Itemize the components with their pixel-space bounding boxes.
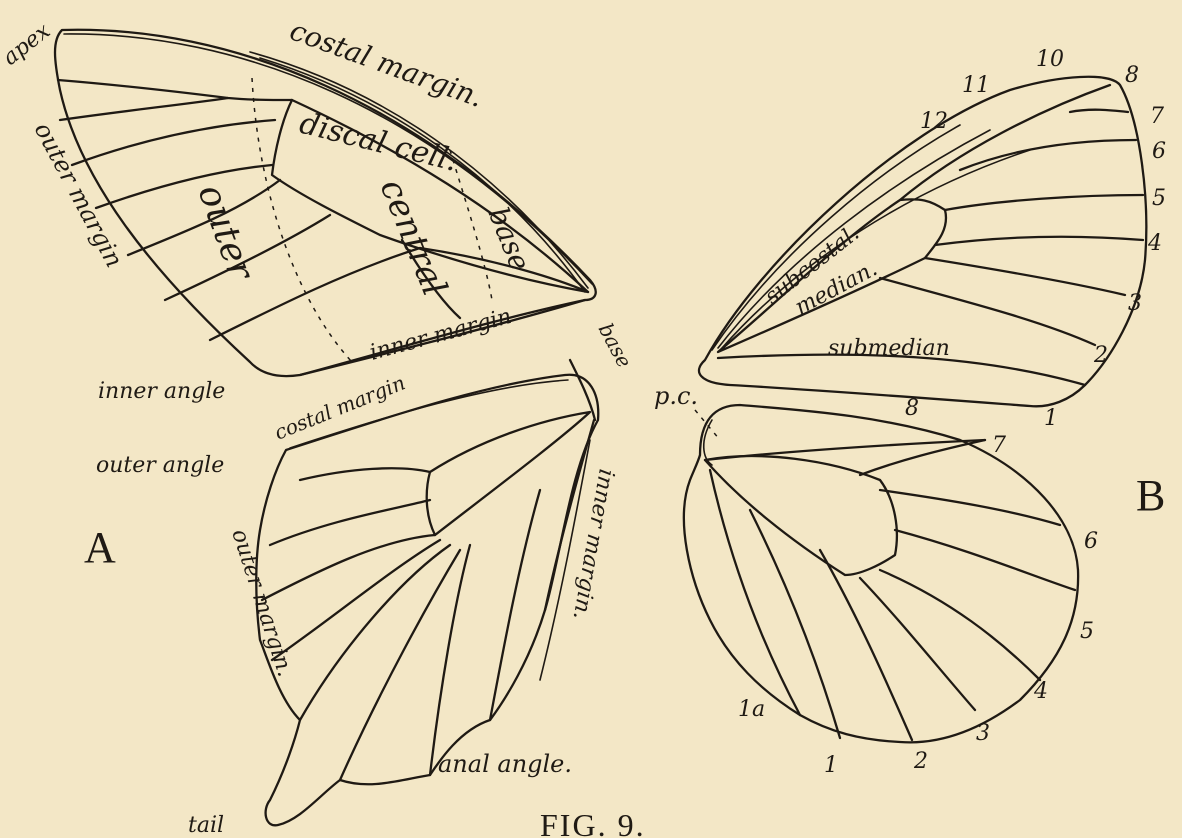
b-pc-pointer: [695, 410, 720, 440]
label-inner-angle: inner angle: [98, 379, 225, 404]
b-hind-vein-1: 1: [824, 753, 838, 778]
b-fore-vein-3: 3: [1128, 291, 1142, 316]
label-outer-margin-forewing: outer margin: [29, 118, 129, 272]
b-vein: [925, 258, 1125, 295]
b-hind-vein-5: 5: [1080, 619, 1094, 644]
a-vein: [272, 540, 440, 660]
b-vein: [880, 570, 1040, 680]
b-vein: [895, 530, 1075, 590]
b-vein: [860, 578, 975, 710]
b-hind-vein-3: 3: [976, 721, 990, 746]
b-hind-vein-2: 2: [913, 749, 928, 774]
label-anal-angle: anal angle.: [438, 750, 572, 778]
b-fore-vein-8: 8: [1125, 63, 1139, 88]
a-vein: [570, 360, 595, 420]
a-vein: [270, 500, 430, 545]
b-vein: [1070, 110, 1128, 112]
b-fore-vein-11: 11: [962, 73, 990, 98]
b-fore-vein-6: 6: [1152, 139, 1166, 164]
figure-b-hindwing: p.c. 8 7 6 5 4 3 2 1 1a: [654, 382, 1098, 778]
b-vein: [945, 195, 1143, 210]
b-hind-vein-6: 6: [1084, 529, 1098, 554]
b-fore-vein-12: 12: [920, 109, 948, 134]
label-outer: outer: [190, 179, 263, 287]
label-apex: apex: [0, 18, 56, 70]
a-vein: [490, 490, 540, 720]
figure-b-forewing: subcostal. median. submedian 12 11 10 8 …: [699, 47, 1166, 431]
figure-a-forewing: apex costal margin. outer margin discal …: [0, 14, 596, 404]
figure-letter-b: B: [1136, 471, 1165, 520]
a-vein: [340, 550, 460, 780]
b-vein: [710, 470, 800, 715]
b-fore-vein-1: 1: [1044, 406, 1058, 431]
figure-letter-a: A: [84, 523, 116, 572]
label-base-forewing: base: [482, 202, 537, 275]
b-hind-vein-7: 7: [992, 433, 1006, 458]
b-fore-vein-5: 5: [1152, 186, 1166, 211]
b-fore-vein-2: 2: [1093, 343, 1108, 368]
b-fore-vein-4: 4: [1147, 231, 1162, 256]
label-pc: p.c.: [654, 382, 698, 410]
label-discal-cell: discal cell.: [296, 106, 461, 179]
b-vein: [880, 278, 1095, 345]
b-vein: [880, 490, 1060, 525]
figure-caption: FIG. 9.: [540, 807, 646, 838]
a-vein: [430, 545, 470, 775]
b-vein: [935, 237, 1143, 245]
label-outer-angle: outer angle: [96, 453, 224, 478]
label-base-hindwing: base: [594, 319, 637, 372]
a-vein: [72, 120, 275, 165]
a-vein: [60, 98, 228, 120]
label-submedian: submedian: [828, 336, 950, 361]
label-inner-margin-forewing: inner margin: [367, 304, 514, 366]
b-hind-vein-4: 4: [1033, 679, 1048, 704]
b-hind-vein-8: 8: [905, 396, 919, 421]
label-outer-margin-hindwing: outer margin.: [226, 526, 297, 680]
a-vein: [262, 535, 435, 600]
label-costal-margin-forewing: costal margin.: [286, 14, 488, 114]
b-fore-vein-7: 7: [1150, 104, 1164, 129]
a-vein: [58, 80, 292, 100]
b-hind-vein-1a: 1a: [738, 697, 765, 722]
a-vein: [300, 468, 430, 480]
label-tail: tail: [188, 813, 224, 838]
b-fore-vein-10: 10: [1036, 47, 1064, 72]
